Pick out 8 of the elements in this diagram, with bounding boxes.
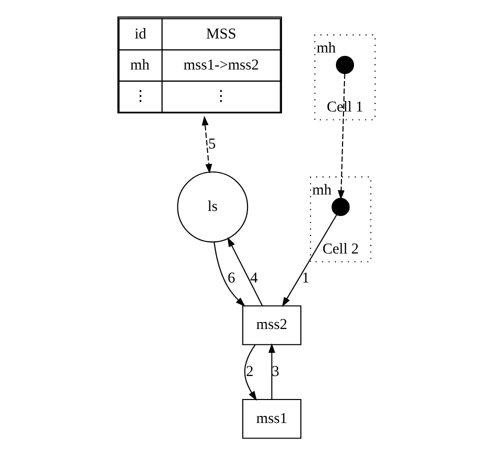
edge-label: 6 — [228, 270, 236, 286]
node-label: mh — [312, 182, 332, 198]
edge-label: 5 — [208, 136, 216, 153]
edge-label: 4 — [250, 270, 258, 286]
edge-label: 3 — [272, 364, 280, 380]
edge-label: 1 — [302, 270, 310, 286]
edge-label: 2 — [246, 364, 254, 380]
node-label: mh — [316, 40, 336, 56]
